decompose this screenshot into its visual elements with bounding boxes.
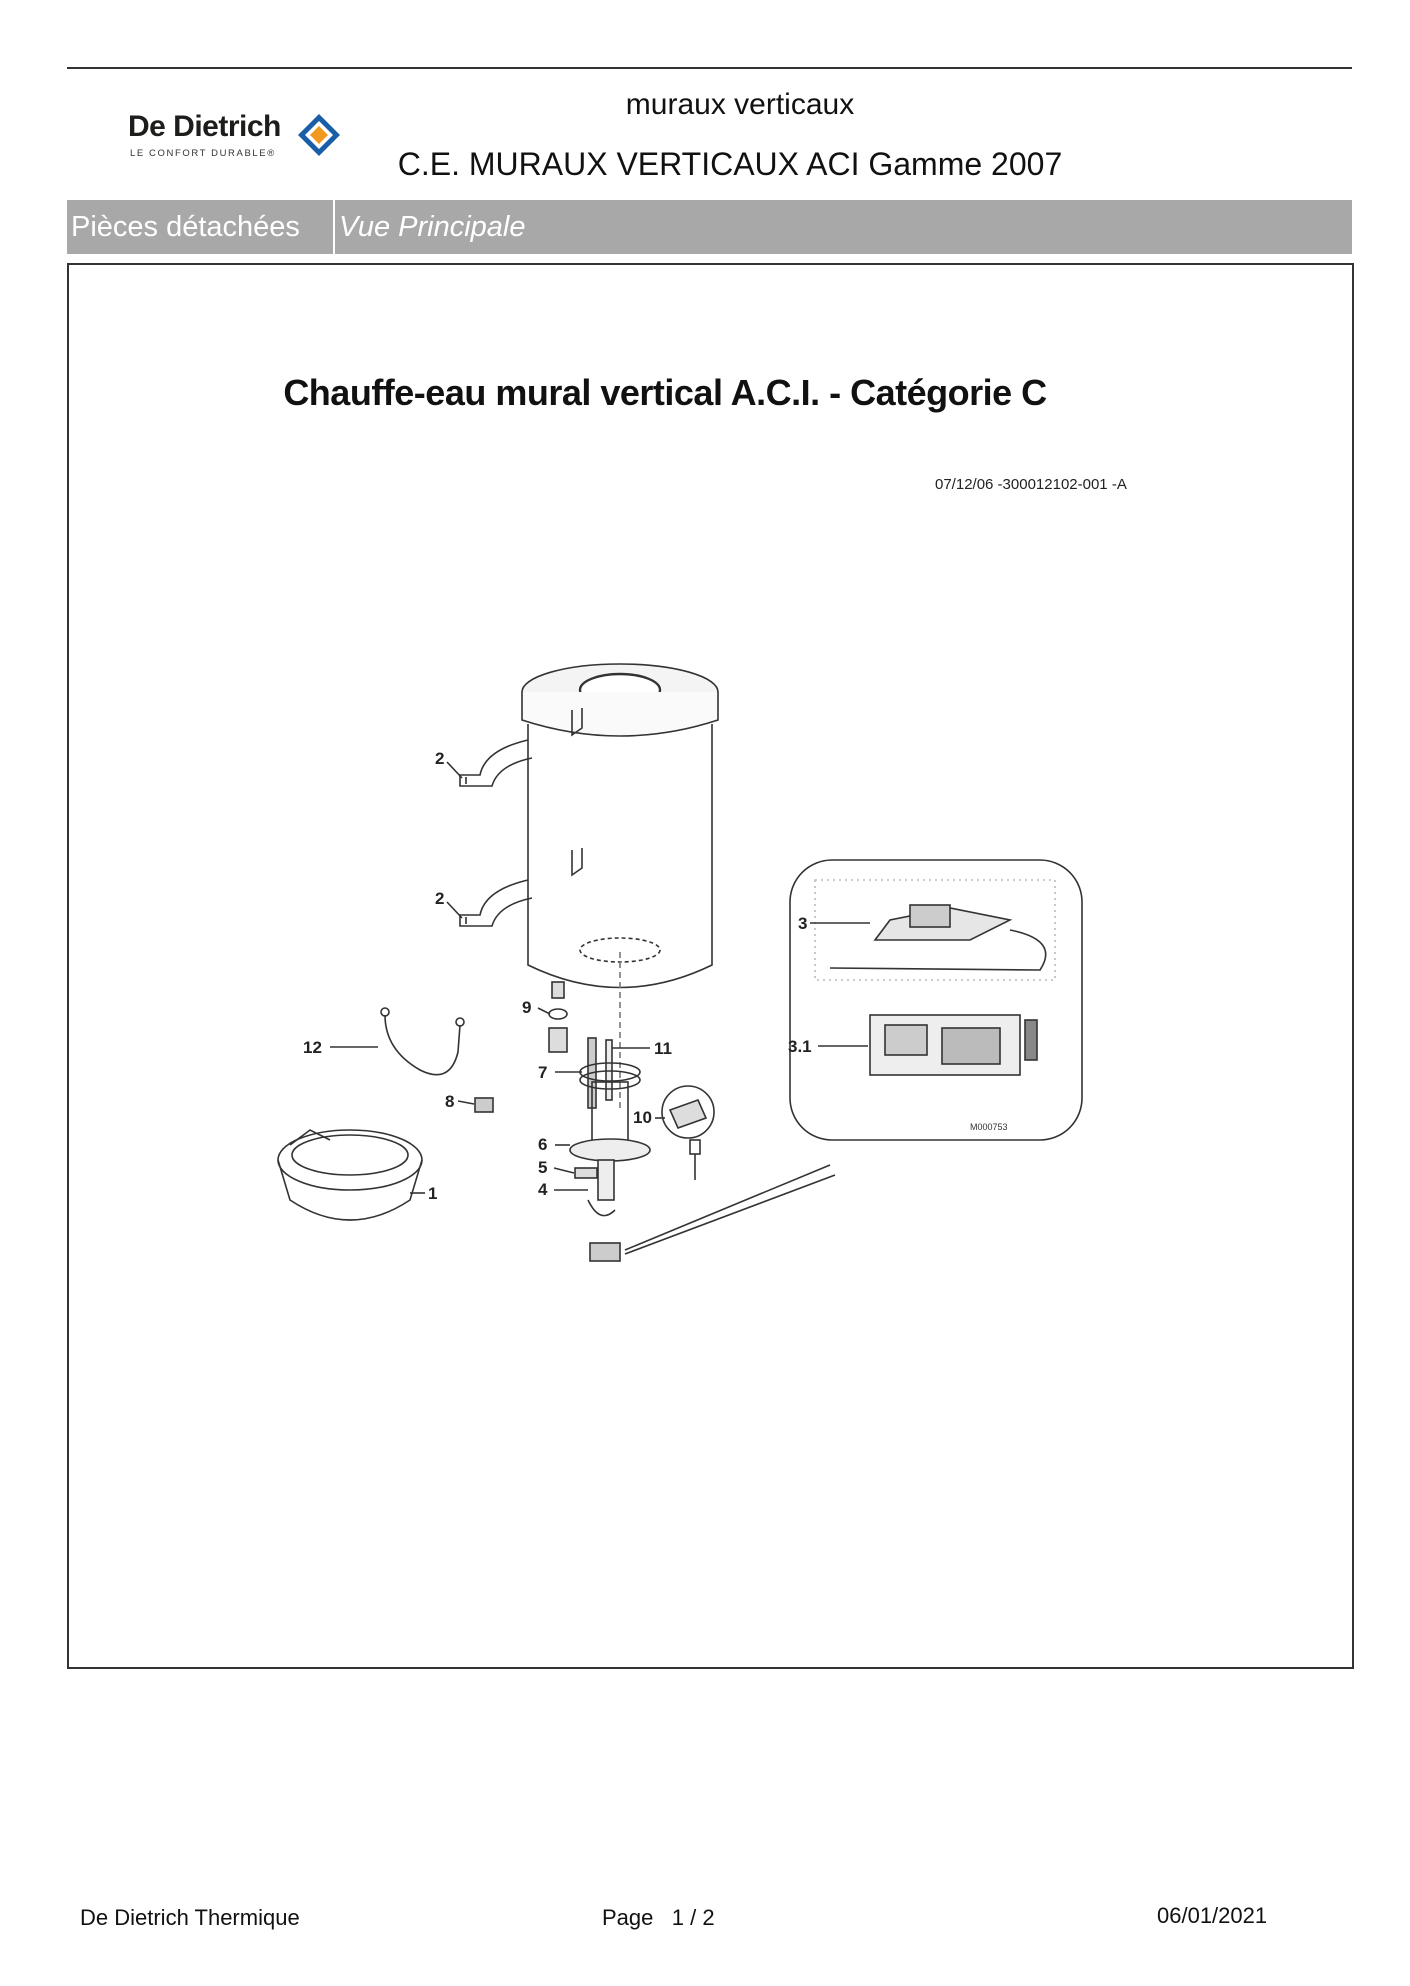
diamond-logo-icon [298,114,340,156]
heating-element-drawing [555,1037,651,1162]
page-total: 2 [702,1905,715,1930]
bracket-drawing-bottom [459,848,583,927]
label-8: 8 [445,1092,454,1111]
label-7: 7 [538,1063,547,1082]
brand-tagline: LE CONFORT DURABLE® [130,148,276,159]
board-drawing [589,1164,836,1262]
label-12: 12 [303,1038,322,1057]
drawing-title: Chauffe-eau mural vertical A.C.I. - Caté… [283,372,1047,413]
header-product: C.E. MURAUX VERTICAUX ACI Gamme 2007 [397,146,1063,182]
header-category: muraux verticaux [625,88,855,121]
footer-company: De Dietrich Thermique [80,1905,300,1930]
page-label: Page [602,1905,654,1930]
label-2b: 2 [435,889,444,908]
label-4: 4 [538,1180,548,1199]
top-rule [67,67,1352,69]
label-9: 9 [522,998,531,1017]
footer-page-number: Page 1 / 2 [602,1905,715,1931]
bottom-cover-drawing [277,1129,425,1221]
tank-drawing [521,663,719,1110]
label-2a: 2 [435,749,444,768]
tab-spare-parts[interactable]: Pièces détachées [67,200,335,254]
label-3-1: 3.1 [788,1037,812,1056]
drawing-frame [67,263,1354,1669]
label-11: 11 [654,1039,672,1058]
page-current: 1 [671,1905,684,1930]
drawing-reference: 07/12/06 -300012102-001 -A [935,476,1127,493]
gland-drawing [457,1097,494,1113]
inset-panel [789,859,1083,1141]
thermostat-cover-drawing [655,1085,715,1180]
brand-logo: De Dietrich LE CONFORT DURABLE® [128,110,348,170]
label-3: 3 [798,914,807,933]
brand-name: De Dietrich [128,110,281,143]
tab-main-view[interactable]: Vue Principale [339,211,526,243]
footer-date: 06/01/2021 [1157,1903,1268,1928]
inset-code: M000753 [970,1122,1008,1132]
nut-drawing [537,1007,568,1053]
exploded-parts-diagram: 2 2 3 3.1 M000753 12 9 11 7 8 10 6 5 4 1 [277,663,1083,1262]
hose-drawing [330,1007,465,1076]
label-10: 10 [633,1108,652,1127]
page-separator: / [690,1905,697,1930]
label-6: 6 [538,1135,547,1154]
section-bar: Pièces détachées Vue Principale [67,200,1352,254]
label-1: 1 [428,1184,437,1203]
label-5: 5 [538,1158,547,1177]
thermostat-drawing [553,1159,616,1217]
